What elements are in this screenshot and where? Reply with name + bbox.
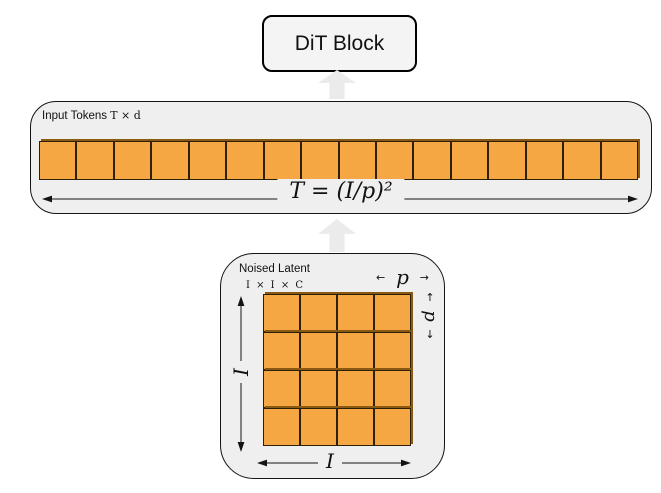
arrow-up-icon: ↑ xyxy=(425,291,435,304)
token-cell xyxy=(600,141,638,180)
latent-patch-cell xyxy=(374,370,411,408)
token-cell xyxy=(488,141,526,180)
input-tokens-container: Input Tokens T × d T = (I/p)² xyxy=(30,101,652,214)
dit-block-node: DiT Block xyxy=(262,15,417,72)
noised-latent-title: Noised Latent xyxy=(239,263,310,275)
token-row xyxy=(39,141,638,180)
latent-patch-cell xyxy=(263,408,300,446)
latent-patch-cell xyxy=(300,332,337,370)
input-tokens-title: Input Tokens xyxy=(42,110,108,122)
noised-latent-dims: I × I × C xyxy=(246,280,305,291)
token-cell xyxy=(563,141,601,180)
input-tokens-dims: T × d xyxy=(110,109,141,122)
image-size-label: I xyxy=(318,449,342,475)
latent-patch-cell xyxy=(300,294,337,332)
token-cell xyxy=(413,141,451,180)
latent-patch-cell xyxy=(300,370,337,408)
latent-patch-cell xyxy=(374,332,411,370)
token-cell xyxy=(263,141,302,180)
flow-arrow-up-icon xyxy=(318,70,356,99)
arrow-left-icon: ← xyxy=(376,270,386,284)
arrow-right-icon: → xyxy=(419,270,429,284)
latent-patch-cell xyxy=(300,408,337,446)
flow-arrow-up-icon xyxy=(318,219,356,252)
latent-patch-cell xyxy=(374,294,411,332)
patch-size-label: p xyxy=(420,310,441,322)
latent-patch-cell xyxy=(263,332,300,370)
token-cell xyxy=(113,141,152,180)
image-size-label: I xyxy=(229,361,253,383)
latent-patch-cell xyxy=(263,294,300,332)
patch-height-annotation: ↑ p ↓ xyxy=(420,291,441,341)
patch-size-label: p xyxy=(396,265,409,289)
token-cell xyxy=(338,141,376,180)
latent-patch-grid xyxy=(263,294,411,446)
token-count-formula: T = (I/p)² xyxy=(277,179,405,204)
token-cell xyxy=(375,141,414,180)
patch-width-annotation: ← p → xyxy=(376,265,429,289)
token-cell xyxy=(525,141,564,180)
token-cell xyxy=(151,141,189,180)
token-cell xyxy=(188,141,227,180)
token-cell xyxy=(226,141,264,180)
token-cell xyxy=(39,141,77,180)
input-tokens-header: Input Tokens T × d xyxy=(42,109,141,122)
latent-patch-cell xyxy=(374,408,411,446)
dit-block-label: DiT Block xyxy=(294,31,385,55)
noised-latent-container: Noised Latent I × I × C ← p → ↑ p ↓ I I xyxy=(220,253,445,479)
token-cell xyxy=(76,141,114,180)
latent-patch-cell xyxy=(337,370,374,408)
token-cell xyxy=(450,141,489,180)
latent-patch-cell xyxy=(337,408,374,446)
arrow-down-icon: ↓ xyxy=(425,328,435,341)
token-cell xyxy=(301,141,339,180)
latent-patch-cell xyxy=(263,370,300,408)
latent-patch-cell xyxy=(337,294,374,332)
latent-patch-cell xyxy=(337,332,374,370)
